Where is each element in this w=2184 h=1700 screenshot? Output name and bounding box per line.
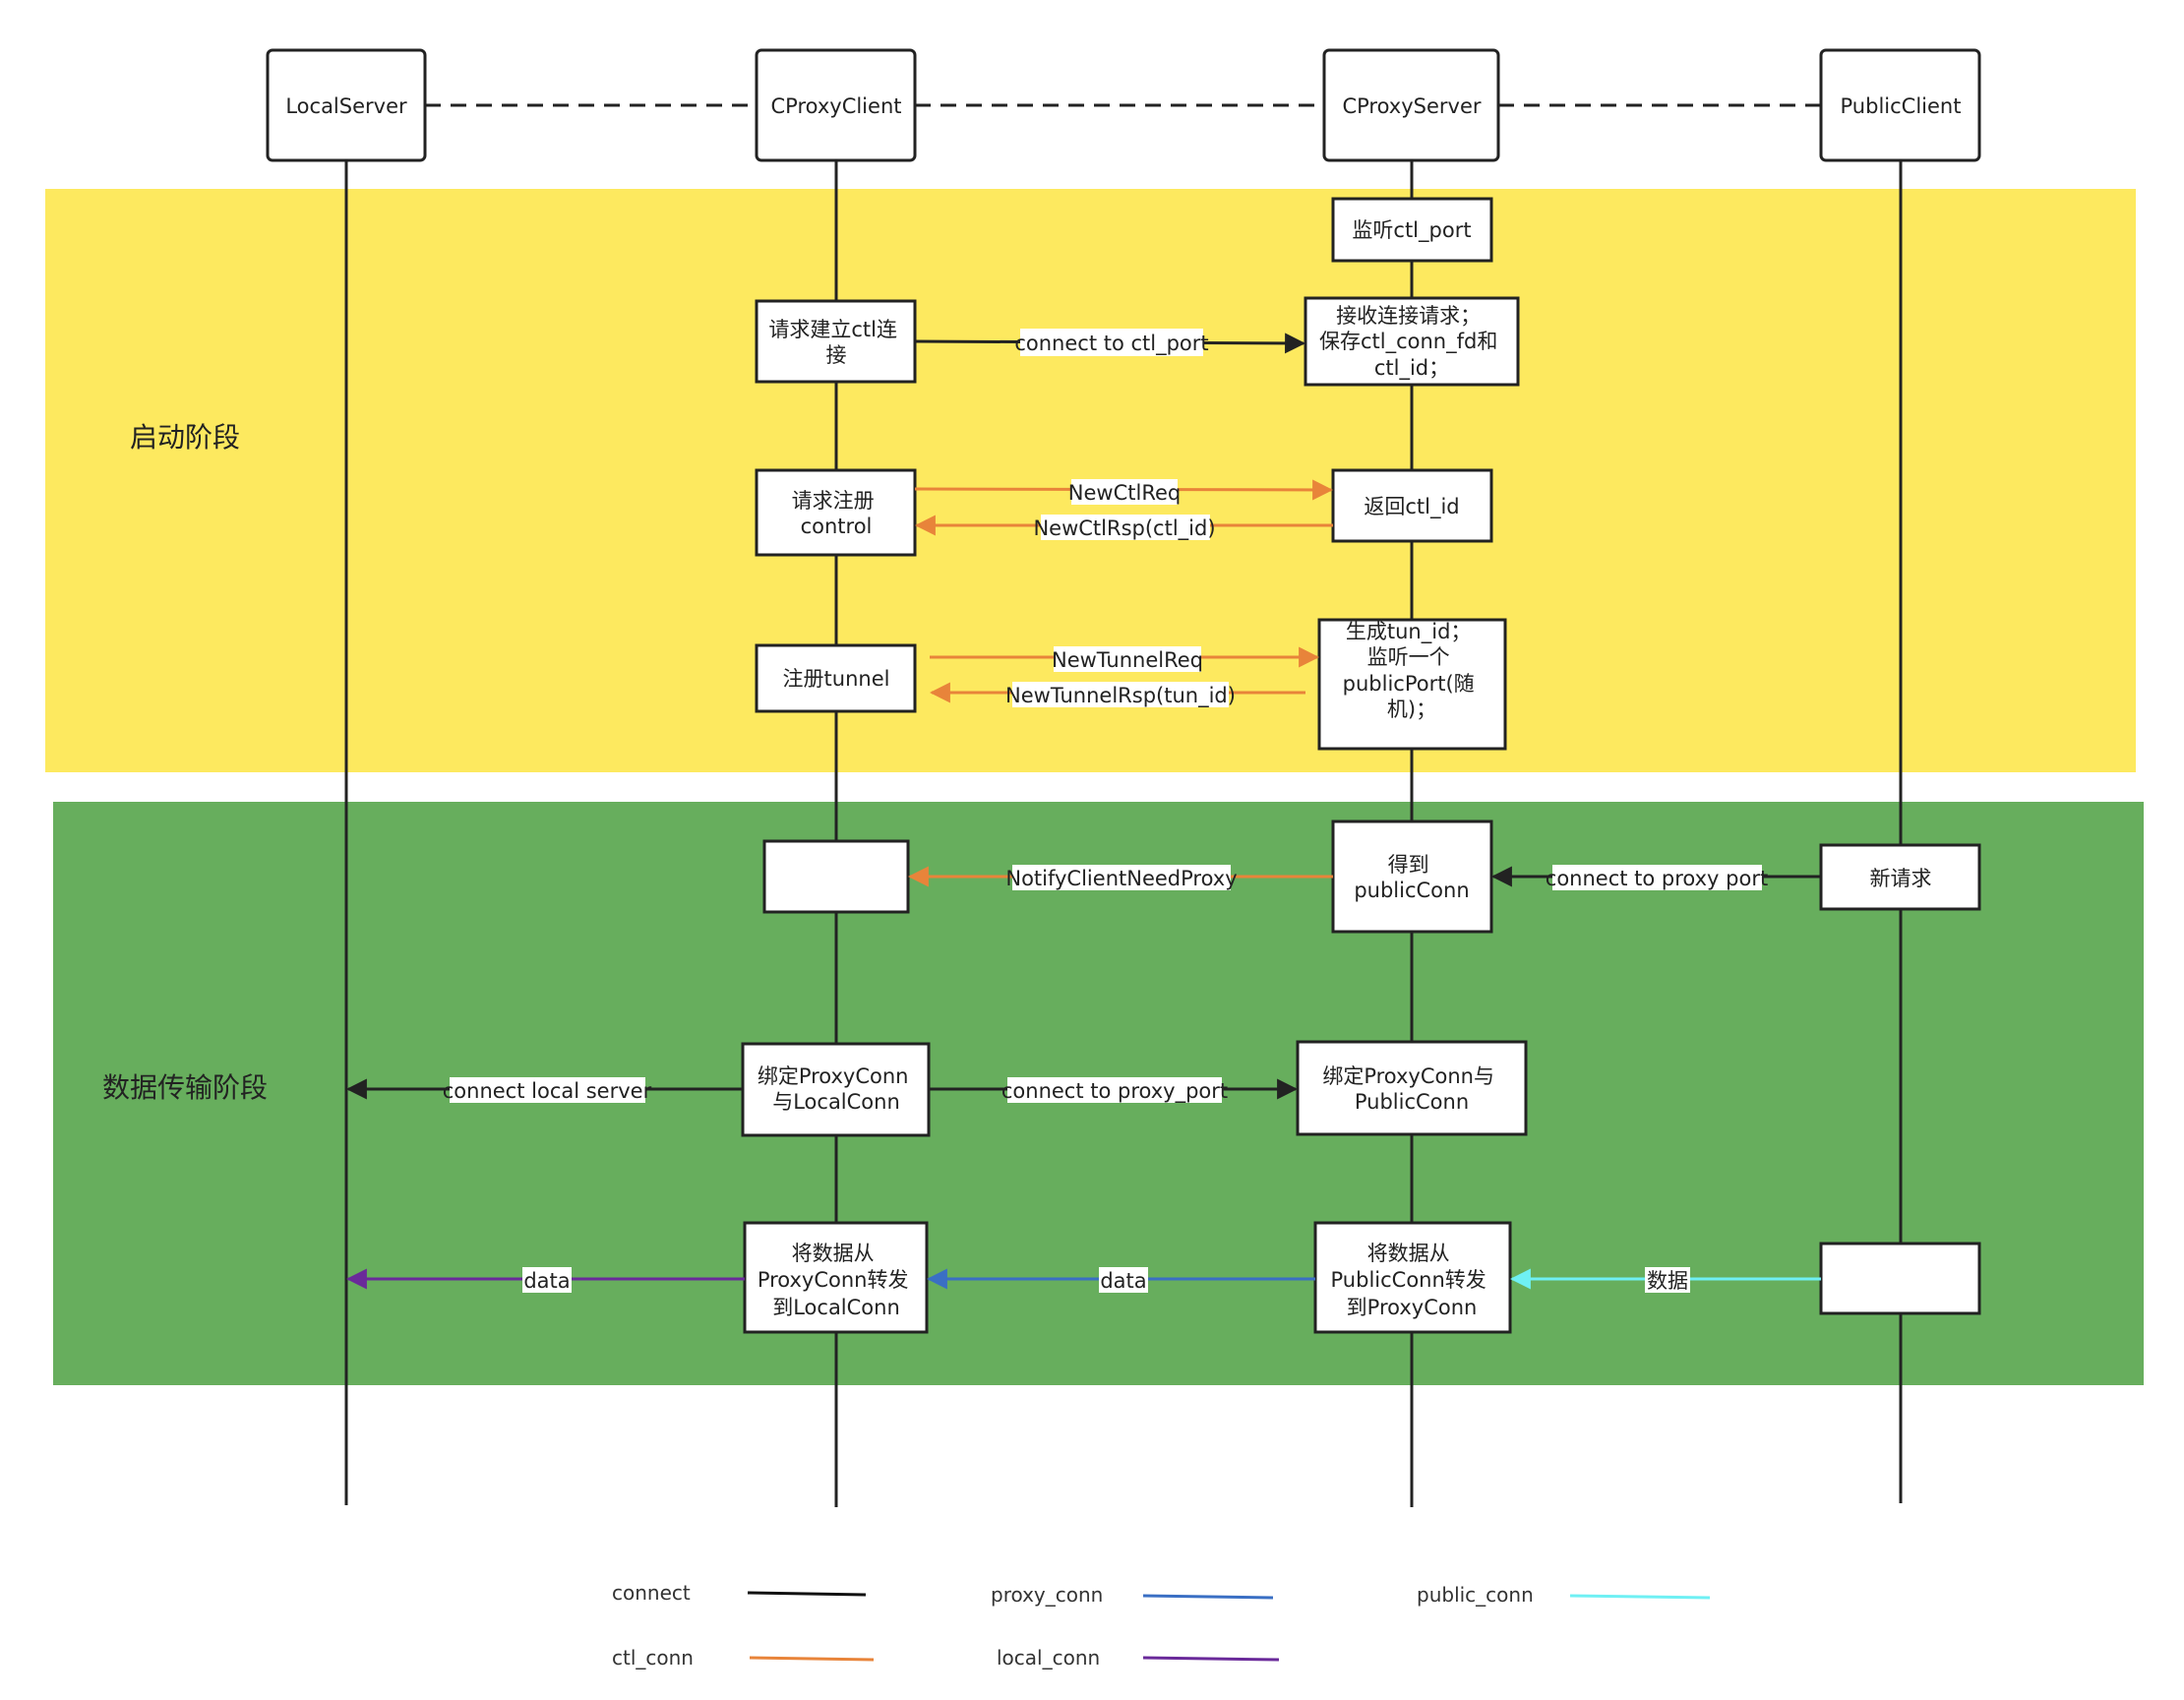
box-bind-client	[741, 1042, 931, 1137]
arrow-new-tunnel-req-label-bg	[1054, 646, 1201, 672]
box-forward-server	[1313, 1221, 1512, 1334]
participant-cproxy-client-label: CProxyClient	[771, 94, 902, 118]
arrow-data-local-label-bg	[522, 1267, 572, 1293]
arrow-new-ctl-rsp-label-bg	[1041, 515, 1210, 540]
box-gen-tun-id-text: 生成tun_id； 监听一个 publicPort(随 机)；	[1343, 620, 1482, 721]
arrow-new-tunnel-rsp-label: NewTunnelRsp(tun_id)	[1005, 684, 1236, 708]
arrow-connect-local-server-label-bg	[450, 1077, 645, 1103]
box-get-public-conn	[1331, 820, 1493, 934]
box-bind-server-text: 绑定ProxyConn与 PublicConn	[1322, 1064, 1500, 1114]
box-bind-server	[1296, 1040, 1528, 1136]
legend-local-conn-swatch	[1142, 1656, 1280, 1662]
arrow-new-tunnel-rsp-label-bg	[1012, 682, 1229, 707]
arrow-connect-proxy-port-public-label: connect to proxy port	[1546, 867, 1768, 890]
box-forward-client-text: 将数据从 ProxyConn转发 到LocalConn	[758, 1242, 915, 1319]
legend: connect ctl_conn proxy_conn local_conn p…	[612, 1581, 1711, 1670]
participant-cproxy-server	[1322, 48, 1500, 162]
legend-ctl-conn-label: ctl_conn	[612, 1646, 694, 1670]
box-accept-conn-text: 接收连接请求； 保存ctl_conn_fd和 ctl_id；	[1319, 304, 1504, 381]
box-bind-client-text: 绑定ProxyConn 与LocalConn	[758, 1064, 915, 1114]
arrow-new-ctl-rsp-label: NewCtlRsp(ctl_id)	[1033, 516, 1215, 541]
arrow-data-proxy-label-bg	[1099, 1267, 1148, 1293]
arrow-connect-ctl-port-label: connect to ctl_port	[1014, 332, 1208, 356]
box-public-empty	[1819, 1242, 1981, 1315]
arrow-new-ctl-req-label: NewCtlReq	[1068, 481, 1181, 505]
box-return-ctl-id-text: 返回ctl_id	[1364, 495, 1459, 519]
box-gen-tun-id	[1317, 618, 1507, 751]
arrow-connect-local-server-label: connect local server	[443, 1079, 652, 1103]
legend-public-conn-swatch	[1569, 1594, 1711, 1600]
arrow-connect-proxy-port-label: connect to proxy_port	[1001, 1079, 1228, 1104]
box-listen-ctl-port	[1331, 197, 1493, 263]
legend-connect-swatch	[747, 1591, 867, 1597]
transfer-phase-label: 数据传输阶段	[102, 1071, 268, 1104]
arrow-connect-ctl-port-label-bg	[1020, 329, 1203, 356]
participant-cproxy-server-label: CProxyServer	[1342, 94, 1481, 118]
participant-public-client	[1819, 48, 1981, 162]
box-return-ctl-id	[1331, 468, 1493, 543]
arrow-data-local-label: data	[523, 1269, 570, 1293]
arrow-data-public-label: 数据	[1647, 1269, 1688, 1293]
startup-phase-label: 启动阶段	[130, 421, 240, 454]
legend-ctl-conn-swatch	[749, 1656, 875, 1662]
box-listen-ctl-port-text: 监听ctl_port	[1352, 218, 1471, 243]
participant-local-server	[266, 48, 427, 162]
arrow-data-proxy-label: data	[1100, 1269, 1146, 1293]
participant-cproxy-client	[755, 48, 917, 162]
box-request-ctl-conn-text: 请求建立ctl连 接	[768, 318, 903, 367]
arrow-connect-proxy-port-public-label-bg	[1552, 865, 1762, 890]
arrow-data-public-label-bg	[1645, 1267, 1690, 1293]
arrow-new-tunnel-req-label: NewTunnelReq	[1052, 648, 1203, 672]
box-register-tunnel	[755, 643, 917, 713]
legend-proxy-conn-swatch	[1142, 1594, 1274, 1600]
box-register-tunnel-text: 注册tunnel	[783, 667, 890, 691]
participant-local-server-label: LocalServer	[285, 94, 407, 118]
arrow-connect-proxy-port-label-bg	[1007, 1077, 1222, 1103]
box-new-request-text: 新请求	[1870, 867, 1932, 890]
arrow-new-ctl-req-label-bg	[1071, 479, 1178, 505]
legend-local-conn-label: local_conn	[997, 1646, 1100, 1670]
legend-connect-label: connect	[612, 1581, 691, 1605]
box-new-request	[1819, 843, 1981, 911]
legend-proxy-conn-label: proxy_conn	[991, 1583, 1103, 1607]
box-get-public-conn-text: 得到 publicConn	[1354, 853, 1469, 902]
box-forward-server-text: 将数据从 PublicConn转发 到ProxyConn	[1331, 1242, 1493, 1319]
legend-public-conn-label: public_conn	[1417, 1583, 1534, 1607]
box-forward-client	[743, 1221, 929, 1334]
box-request-ctl-conn	[755, 299, 917, 384]
arrow-notify-client-label-bg	[1012, 865, 1231, 890]
arrow-notify-client-label: NotifyClientNeedProxy	[1005, 867, 1237, 890]
box-request-register-text: 请求注册 control	[792, 489, 881, 538]
box-client-empty	[762, 839, 910, 914]
participant-public-client-label: PublicClient	[1841, 94, 1962, 118]
box-request-register	[755, 468, 917, 557]
